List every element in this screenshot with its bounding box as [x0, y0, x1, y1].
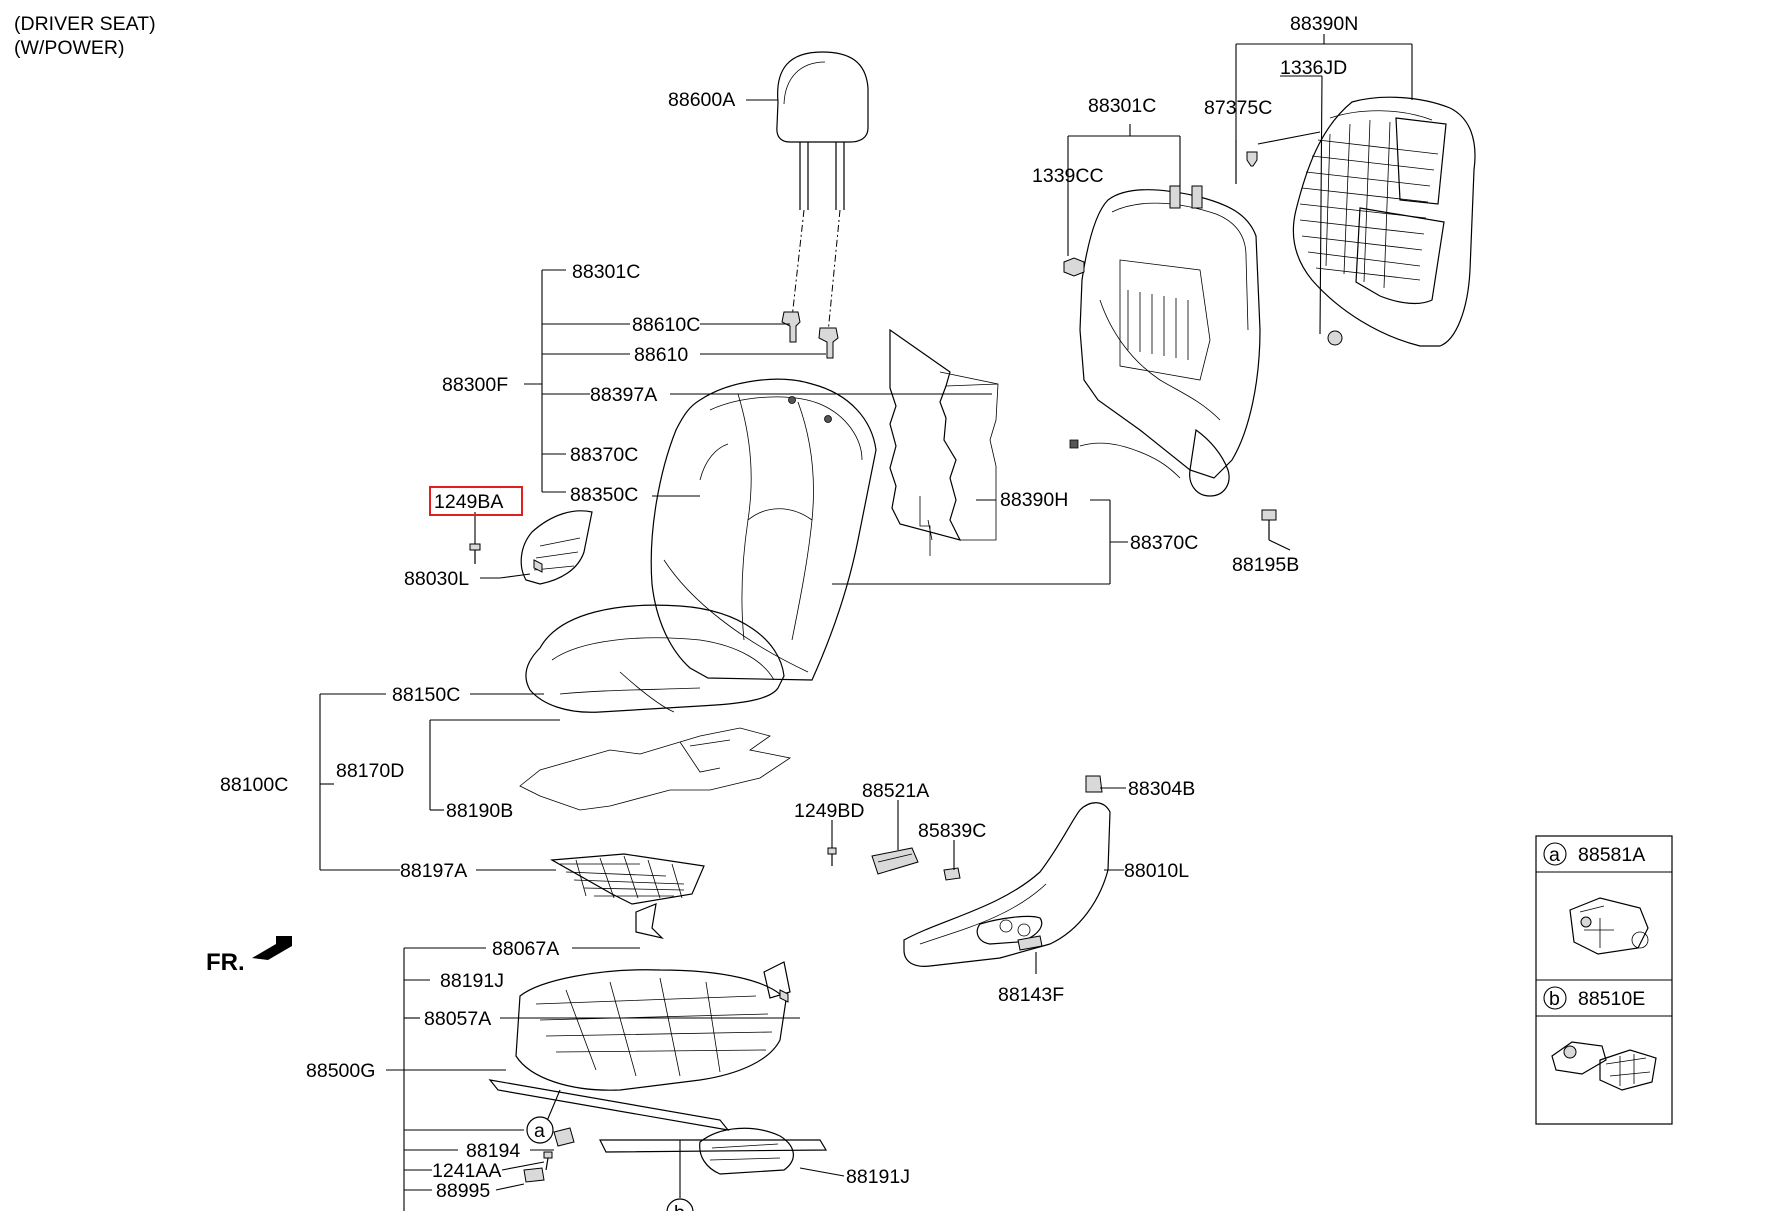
cushion-heater-pad[interactable] — [519, 727, 792, 811]
back-heater-panel[interactable] — [889, 328, 999, 556]
label-88030L[interactable]: 88030L — [404, 568, 469, 590]
label-88521A[interactable]: 88521A — [862, 780, 929, 802]
label-88170D[interactable]: 88170D — [336, 760, 404, 782]
label-1249BA[interactable]: 1249BA — [434, 491, 503, 513]
label-1336JD[interactable]: 1336JD — [1280, 57, 1347, 79]
svg-text:a: a — [534, 1120, 545, 1142]
legend-key-a: a — [1549, 844, 1560, 866]
screw-1249BD[interactable] — [827, 847, 837, 866]
label-85839C[interactable]: 85839C — [918, 820, 986, 842]
seat-mat[interactable] — [550, 853, 705, 905]
part-88995[interactable] — [523, 1167, 545, 1183]
label-88350C[interactable]: 88350C — [570, 484, 638, 506]
label-1339CC[interactable]: 1339CC — [1032, 165, 1104, 187]
label-88010L[interactable]: 88010L — [1124, 860, 1189, 882]
part-88194[interactable] — [553, 1127, 575, 1147]
label-88197A[interactable]: 88197A — [400, 860, 467, 882]
clip-87375C[interactable] — [1246, 151, 1258, 167]
seat-cushion[interactable] — [525, 604, 785, 713]
label-88143F[interactable]: 88143F — [998, 984, 1064, 1006]
label-88067A[interactable]: 88067A — [492, 938, 559, 960]
label-88100C[interactable]: 88100C — [220, 774, 288, 796]
motor-88510E-icon — [1551, 1041, 1657, 1091]
header-line-2: (W/POWER) — [14, 37, 124, 59]
label-88191J-bottom[interactable]: 88191J — [846, 1166, 910, 1188]
label-1241AA[interactable]: 1241AA — [432, 1160, 501, 1182]
label-88194[interactable]: 88194 — [466, 1140, 520, 1162]
highlight-box-1249BA — [429, 486, 523, 516]
label-88610C[interactable]: 88610C — [632, 314, 700, 336]
legend-item-b[interactable]: b 88510E — [1543, 986, 1657, 1091]
screw-1241AA[interactable] — [543, 1151, 553, 1171]
label-88397A[interactable]: 88397A — [590, 384, 657, 406]
seat-back-cushion[interactable] — [650, 378, 877, 681]
legend-box: a 88581A b 88510E — [1535, 835, 1673, 1125]
seat-back-board[interactable] — [1292, 96, 1476, 347]
seat-side-shield[interactable] — [903, 802, 1111, 967]
label-88995[interactable]: 88995 — [436, 1180, 490, 1202]
label-88500G[interactable]: 88500G — [306, 1060, 375, 1082]
knob-88143F[interactable] — [1017, 935, 1043, 951]
callout-b[interactable]: b — [666, 1198, 694, 1211]
callout-a[interactable]: a — [526, 1116, 554, 1144]
screw-1249BA[interactable] — [469, 543, 481, 564]
bracket-88067A[interactable] — [635, 903, 664, 940]
headrest[interactable] — [776, 51, 869, 334]
label-88301C[interactable]: 88301C — [572, 261, 640, 283]
nut-1339CC[interactable] — [1063, 257, 1085, 277]
legend-part-b: 88510E — [1578, 988, 1645, 1010]
label-88600A[interactable]: 88600A — [668, 89, 735, 111]
label-88190B[interactable]: 88190B — [446, 800, 513, 822]
legend-part-a: 88581A — [1578, 844, 1645, 866]
label-88195B[interactable]: 88195B — [1232, 554, 1299, 576]
front-arrow-icon — [252, 936, 292, 960]
legend-item-a[interactable]: a 88581A — [1543, 842, 1649, 955]
label-88150C[interactable]: 88150C — [392, 684, 460, 706]
label-88191J[interactable]: 88191J — [440, 970, 504, 992]
label-1249BD[interactable]: 1249BD — [794, 800, 864, 822]
leader-lines — [319, 34, 1413, 1211]
seat-back-frame[interactable] — [1069, 185, 1261, 497]
svg-text:b: b — [674, 1202, 685, 1211]
front-marker: FR. — [206, 949, 245, 976]
label-88370C[interactable]: 88370C — [570, 444, 638, 466]
side-cover-88030L[interactable] — [520, 510, 593, 585]
legend-key-b: b — [1549, 988, 1560, 1010]
bolt-88195B[interactable] — [1261, 509, 1277, 540]
label-88304B[interactable]: 88304B — [1128, 778, 1195, 800]
label-88301C-top[interactable]: 88301C — [1088, 95, 1156, 117]
label-88390N[interactable]: 88390N — [1290, 13, 1358, 35]
knob-88304B[interactable] — [1085, 775, 1103, 793]
header-line-1: (DRIVER SEAT) — [14, 13, 156, 35]
label-88610[interactable]: 88610 — [634, 344, 688, 366]
label-88300F[interactable]: 88300F — [442, 374, 508, 396]
motor-88581A-icon — [1569, 897, 1649, 955]
label-88057A[interactable]: 88057A — [424, 1008, 491, 1030]
label-88370C-right[interactable]: 88370C — [1130, 532, 1198, 554]
label-88390H[interactable]: 88390H — [1000, 489, 1068, 511]
part-labels: 88390N 1336JD 87375C 88301C 1339CC 88600… — [220, 13, 1358, 1202]
motor-88191J[interactable] — [699, 1127, 794, 1175]
label-87375C[interactable]: 87375C — [1204, 97, 1272, 119]
switch-88521A[interactable] — [871, 847, 919, 875]
switch-85839C[interactable] — [943, 867, 961, 881]
headrest-guides[interactable] — [781, 311, 839, 359]
